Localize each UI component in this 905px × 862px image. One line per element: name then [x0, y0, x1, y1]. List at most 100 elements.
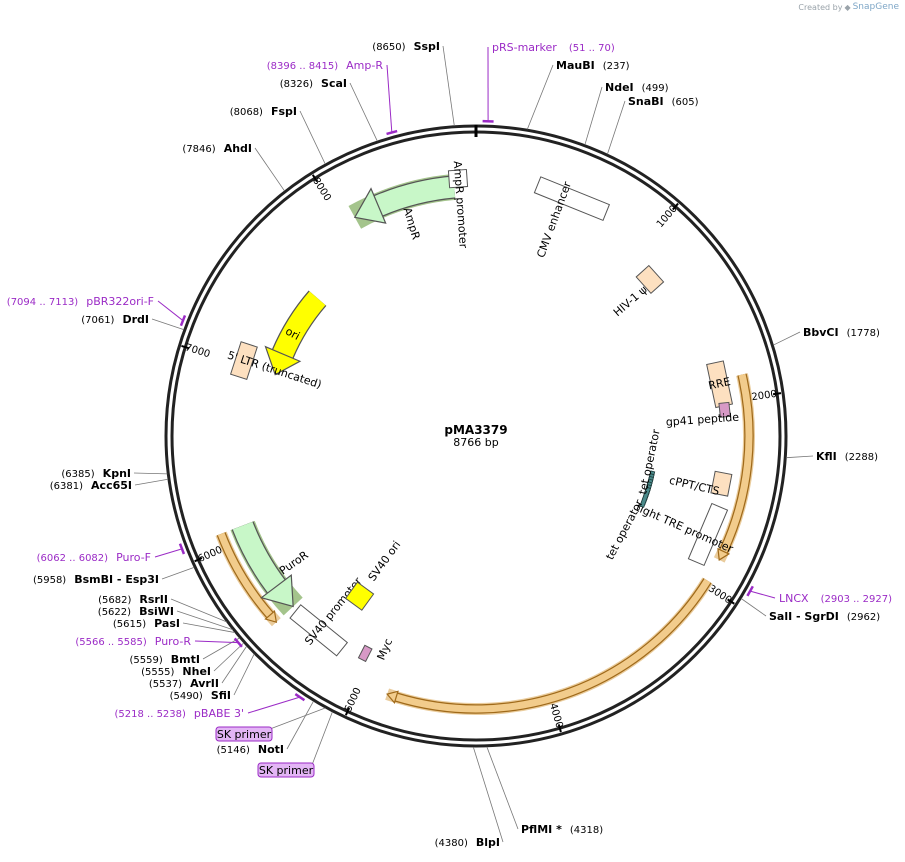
primer[interactable]: LNCX(2903 .. 2927) [746, 585, 892, 605]
site-position: (8650) [372, 42, 405, 53]
site-label: SalI - SgrDI(2962) [769, 610, 880, 623]
site-leader-line [286, 700, 314, 750]
site-label: (5682)RsrII [98, 593, 168, 606]
site-name: DrdI [122, 313, 149, 326]
feature-box[interactable]: CMV enhancer [533, 176, 611, 260]
site-name: SnaBI [628, 95, 664, 108]
restriction-site[interactable]: (5490)SfiI [170, 653, 255, 702]
feature-box[interactable]: SV40 ori [344, 539, 404, 611]
primer-box[interactable]: SK primer [215, 707, 326, 742]
site-position: (4318) [570, 825, 603, 836]
restriction-site[interactable]: NdeI(499) [584, 81, 669, 145]
feature-rect [687, 502, 729, 567]
restriction-site[interactable]: (8650)SspI [372, 40, 455, 126]
restriction-site[interactable]: (5555)NheI [141, 642, 245, 678]
feature-arc[interactable] [713, 373, 755, 563]
site-position: (8068) [230, 107, 263, 118]
restriction-site[interactable]: SnaBI(605) [607, 95, 699, 155]
primer-leader-line [157, 300, 184, 321]
site-leader-line [740, 598, 767, 617]
site-leader-line [786, 455, 814, 459]
site-leader-line [170, 598, 227, 623]
primer[interactable]: (7094 .. 7113)pBR322ori-F [7, 295, 187, 327]
primer-leader-line [247, 696, 301, 714]
primer[interactable]: (8396 .. 8415)Amp-R [267, 59, 398, 136]
restriction-site[interactable]: (5615)PasI [113, 617, 236, 633]
restriction-site[interactable]: SalI - SgrDI(2962) [740, 598, 880, 623]
primer-box-leader [269, 707, 326, 730]
tick-label: 5000 [343, 686, 364, 714]
primer-label: (6062 .. 6082)Puro-F [37, 551, 151, 564]
site-label: (8650)SspI [372, 40, 440, 53]
restriction-site[interactable]: (5559) BmtI [130, 637, 240, 666]
tick-mark [194, 557, 203, 563]
primer-name: Amp-R [346, 59, 383, 72]
restriction-site[interactable]: KflI(2288) [786, 450, 878, 463]
site-leader-line [202, 637, 240, 660]
feature-arc[interactable]: AmpR [348, 174, 456, 242]
feature-box[interactable]: cPPT/CTS [668, 470, 733, 498]
primer[interactable]: (5566 .. 5585)Puro-R [75, 635, 243, 648]
primer-box[interactable]: SK primer [257, 711, 333, 778]
site-name: BmtI [171, 653, 200, 666]
feature-box[interactable]: HIV-1 ψ [611, 264, 665, 320]
site-label: (8326)ScaI [280, 77, 347, 90]
restriction-site[interactable]: (7061)DrdI [81, 313, 184, 331]
site-position: (4380) [435, 838, 468, 849]
restriction-site[interactable]: (5537)AvrII [149, 645, 248, 690]
site-position: (2962) [847, 612, 880, 623]
feature-box[interactable]: gp41 peptide [665, 401, 740, 429]
feature-arc[interactable]: ori [264, 290, 327, 376]
plasmid-size: 8766 bp [453, 436, 498, 449]
primer-position: (5566 .. 5585) [75, 637, 147, 648]
site-leader-line [349, 82, 378, 142]
restriction-site[interactable]: (6385)KpnI [61, 467, 168, 480]
site-position: (5146) [217, 745, 250, 756]
restriction-site[interactable]: (5146)NotI [217, 700, 314, 756]
restriction-site[interactable]: (6381)Acc65I [50, 478, 169, 492]
restriction-site[interactable]: BbvCI(1778) [773, 326, 880, 346]
feature-arrowhead [264, 610, 278, 624]
site-leader-line [182, 622, 236, 633]
feature-box[interactable]: Myc [357, 637, 395, 663]
feature-arc[interactable] [385, 577, 713, 715]
feature-box[interactable]: RRE [706, 360, 734, 409]
restriction-site[interactable]: (7846)AhdI [182, 142, 285, 192]
site-leader-line [213, 642, 245, 672]
restriction-site[interactable]: MauBI(237) [526, 59, 630, 130]
site-name: RsrII [139, 593, 168, 606]
tick-mark [344, 707, 351, 716]
feature-rect [710, 470, 733, 497]
feature-shape [289, 604, 349, 657]
restriction-site[interactable]: (4380)BlpI [435, 746, 504, 849]
primer-binding-mark [294, 692, 306, 702]
primer[interactable]: (5218 .. 5238)pBABE 3' [115, 692, 306, 720]
restriction-site[interactable]: (5958)BsmBI - Esp3I [33, 567, 195, 586]
tet-operator-label: tet operator [603, 497, 646, 562]
site-position: (5559) [130, 655, 163, 666]
restriction-site[interactable]: (5622)BsiWI [98, 605, 233, 630]
feature-arc[interactable] [215, 531, 281, 627]
restriction-site[interactable]: (8068)FspI [230, 105, 326, 165]
site-label: SnaBI(605) [628, 95, 699, 108]
primer[interactable]: pRS-marker(51 .. 70) [482, 41, 615, 123]
feature-rect [357, 644, 373, 663]
feature-label: AmpR promoter [451, 160, 470, 249]
feature-box[interactable]: AmpR promoter [447, 160, 470, 249]
restriction-site[interactable]: (5682)RsrII [98, 593, 227, 623]
site-position: (7846) [182, 144, 215, 155]
tick-mark [181, 344, 190, 350]
credit-prefix: Created by [798, 2, 843, 12]
primer[interactable]: (6062 .. 6082)Puro-F [37, 543, 186, 564]
site-leader-line [176, 610, 233, 630]
tick-label: 7000 [184, 342, 212, 360]
feature-rect [635, 264, 665, 294]
site-position: (5490) [170, 691, 203, 702]
restriction-site[interactable]: PflMI * (4318) [486, 746, 603, 836]
feature-arrowhead [353, 187, 387, 224]
plasmid-name: pMA3379 [444, 423, 507, 437]
site-label: (5622)BsiWI [98, 605, 174, 618]
restriction-site[interactable]: (8326)ScaI [280, 77, 378, 142]
site-name: PflMI * [521, 823, 562, 836]
